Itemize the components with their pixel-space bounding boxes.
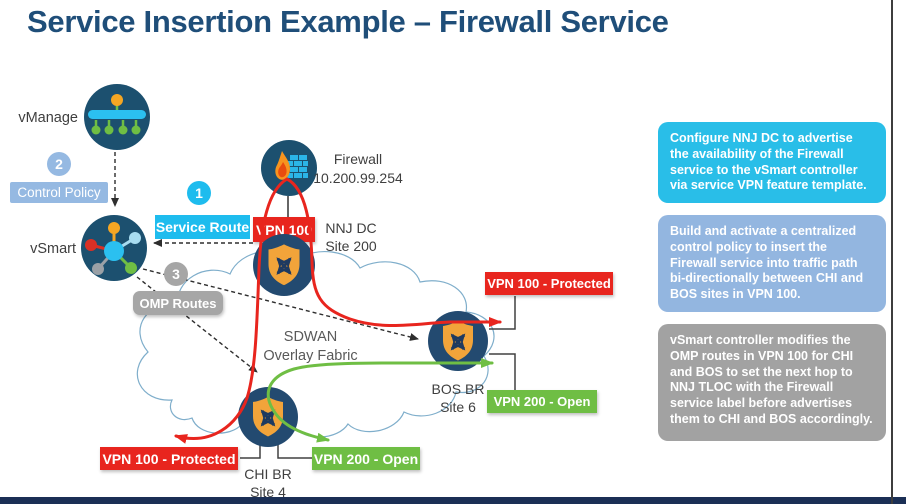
nnj-dc-router-icon (253, 234, 315, 301)
vsmart-icon (81, 215, 147, 286)
link-bos-vpn100 (489, 296, 516, 330)
fabric-line-1: SDWAN (283, 329, 338, 345)
callout-omp-modify: vSmart controller modifies the OMP route… (658, 324, 886, 441)
callout-service-advertise: Configure NNJ DC to advertise the availa… (658, 122, 886, 204)
sdwan-fabric-label: SDWAN Overlay Fabric (253, 328, 368, 366)
bos-br-label: BOS BR Site 6 (426, 380, 490, 416)
chi-br-name: CHI BR (244, 466, 292, 482)
nnj-dc-label: NNJ DC Site 200 (320, 219, 382, 255)
service-route-label: Service Route (155, 215, 250, 239)
nnj-dc-site: Site 200 (325, 238, 377, 254)
chi-vpn200-open-tag: VPN 200 - Open (312, 447, 420, 470)
brick-wall-icon (286, 155, 308, 178)
vmanage-label: vManage (18, 110, 78, 126)
vsmart-label: vSmart (30, 241, 76, 257)
chi-br-site: Site 4 (250, 484, 286, 500)
step-1-badge: 1 (187, 181, 211, 205)
flame-icon (275, 151, 290, 180)
bos-br-site: Site 6 (440, 399, 476, 415)
bottom-bar (0, 497, 906, 504)
nnj-dc-name: NNJ DC (325, 220, 377, 236)
bos-vpn200-open-tag: VPN 200 - Open (487, 390, 597, 413)
vmanage-icon (84, 84, 150, 155)
right-edge-line (891, 0, 893, 504)
firewall-icon (261, 140, 317, 201)
firewall-name: Firewall (333, 151, 383, 167)
bos-br-name: BOS BR (431, 381, 485, 397)
fabric-line-2: Overlay Fabric (263, 348, 358, 364)
omp-routes-label: OMP Routes (133, 291, 223, 315)
chi-vpn100-protected-tag: VPN 100 - Protected (100, 447, 238, 470)
chi-br-router-icon (238, 387, 298, 452)
firewall-label: Firewall 10.200.99.254 (313, 150, 403, 188)
step-2-badge: 2 (47, 152, 71, 176)
step-3-badge: 3 (164, 262, 188, 286)
bos-br-router-icon (428, 311, 488, 376)
page-title: Service Insertion Example – Firewall Ser… (27, 4, 669, 39)
chi-br-label: CHI BR Site 4 (236, 465, 300, 501)
link-bos-vpn200 (489, 353, 516, 390)
bos-vpn100-protected-tag: VPN 100 - Protected (485, 272, 613, 295)
control-policy-label: Control Policy (10, 182, 108, 203)
firewall-ip: 10.200.99.254 (313, 170, 403, 186)
callout-control-policy: Build and activate a centralized control… (658, 215, 886, 312)
